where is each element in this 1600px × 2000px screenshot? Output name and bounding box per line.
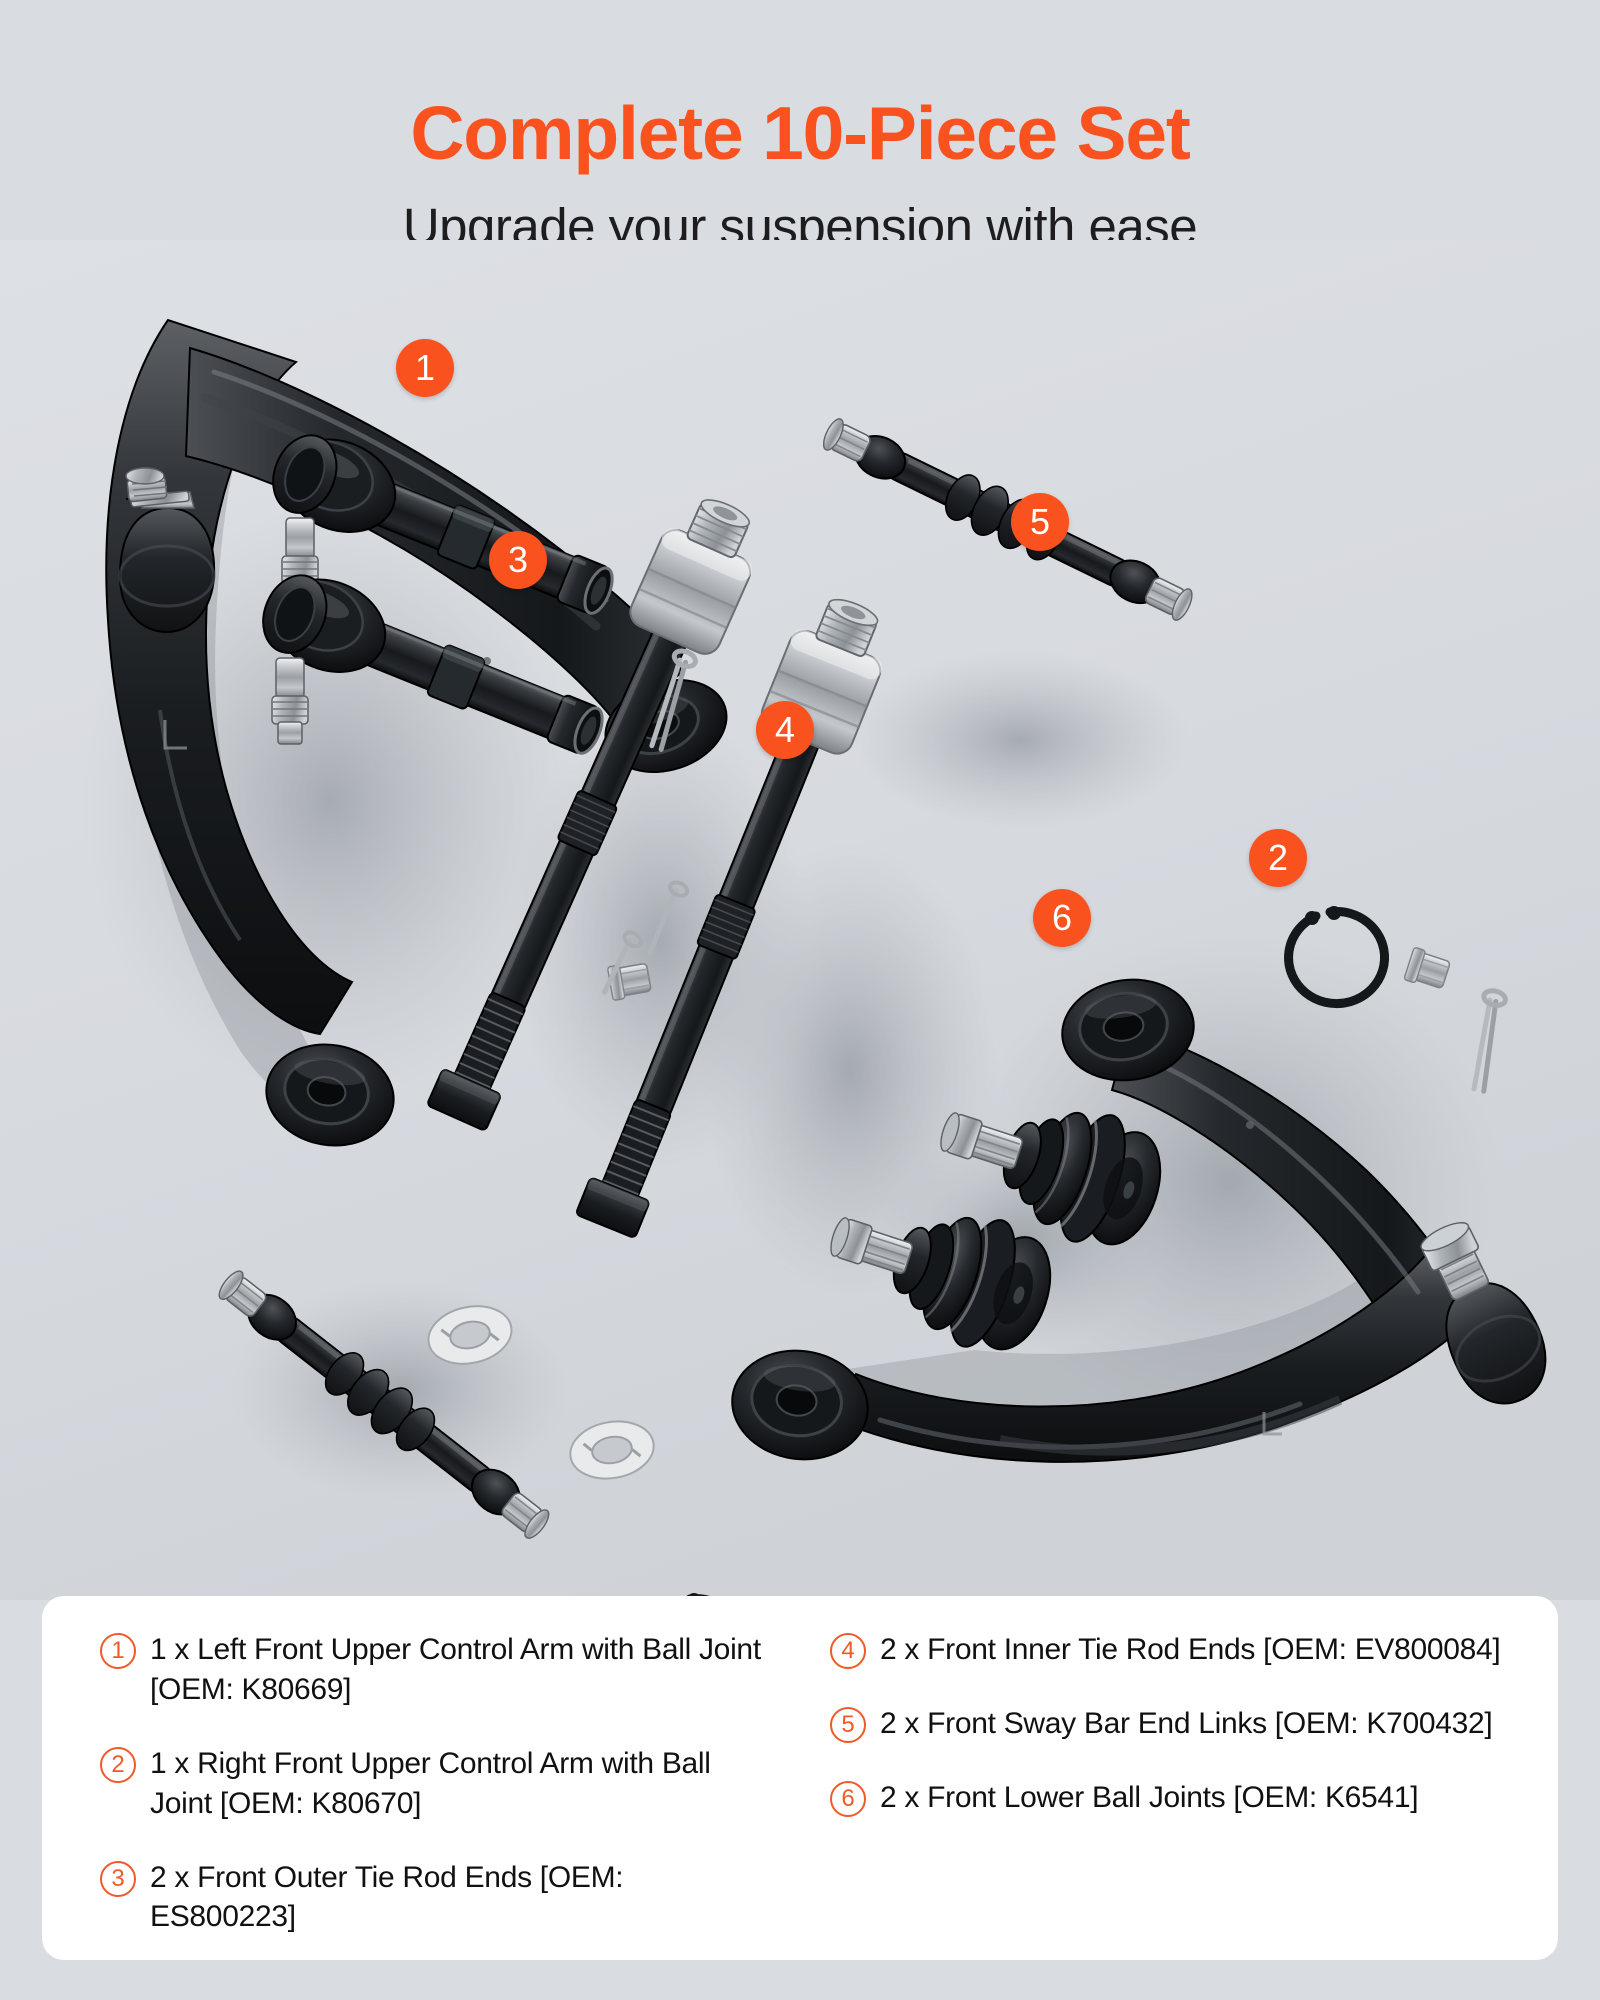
part-lower-ball-joint-a xyxy=(940,1111,1162,1246)
page-title: Complete 10-Piece Set xyxy=(410,91,1190,175)
legend-item-1: 1 1 x Left Front Upper Control Arm with … xyxy=(100,1630,782,1710)
hardware-pin-a xyxy=(647,880,690,956)
legend-number-6: 6 xyxy=(830,1780,866,1817)
hardware-cotter-pin-b xyxy=(1471,988,1508,1094)
part-right-upper-control-arm xyxy=(731,978,1547,1463)
legend-label-5: 2 x Front Sway Bar End Links [OEM: K7004… xyxy=(880,1706,1493,1740)
parts-legend-card: 1 1 x Left Front Upper Control Arm with … xyxy=(42,1596,1558,1960)
hardware-washer-a xyxy=(427,1305,513,1365)
callout-badge-6-number: 6 xyxy=(1051,897,1073,938)
callout-badge-6: 6 xyxy=(1033,889,1091,947)
legend-item-2: 2 1 x Right Front Upper Control Arm with… xyxy=(100,1744,782,1824)
hardware-cotter-pin-a xyxy=(649,648,698,752)
legend-number-3: 3 xyxy=(100,1860,136,1897)
callout-badge-1-number: 1 xyxy=(414,347,436,388)
header: Complete 10-Piece Set Upgrade your suspe… xyxy=(0,0,1600,256)
hardware-snap-ring-a xyxy=(1284,906,1390,1009)
callout-badge-1: 1 xyxy=(396,339,454,397)
legend-label-6: 2 x Front Lower Ball Joints [OEM: K6541] xyxy=(880,1780,1419,1814)
legend-item-5: 5 2 x Front Sway Bar End Links [OEM: K70… xyxy=(830,1704,1540,1744)
legend-label-4: 2 x Front Inner Tie Rod Ends [OEM: EV800… xyxy=(880,1633,1501,1666)
part-outer-tie-rod-end-b xyxy=(262,574,604,755)
callout-badge-2: 2 xyxy=(1249,829,1307,887)
hardware-washer-b xyxy=(569,1420,655,1480)
hardware-pin-b xyxy=(601,930,644,995)
legend-label-3: 2 x Front Outer Tie Rod Ends [OEM: ES800… xyxy=(150,1860,624,1934)
callout-badge-3: 3 xyxy=(489,531,547,589)
callout-badge-5: 5 xyxy=(1011,493,1069,551)
legend-number-2: 2 xyxy=(100,1746,136,1783)
callout-badge-2-number: 2 xyxy=(1267,837,1289,878)
part-lower-ball-joint-b xyxy=(830,1216,1052,1351)
legend-label-1: 1 x Left Front Upper Control Arm with Ba… xyxy=(150,1633,761,1706)
legend-label-2: 1 x Right Front Upper Control Arm with B… xyxy=(150,1746,711,1820)
callout-badge-4: 4 xyxy=(756,701,814,759)
legend-column-left: 1 1 x Left Front Upper Control Arm with … xyxy=(42,1630,800,1960)
legend-number-5: 5 xyxy=(830,1706,866,1743)
legend-number-4: 4 xyxy=(830,1633,866,1669)
callout-badge-4-number: 4 xyxy=(774,709,796,750)
product-photo xyxy=(0,240,1600,1600)
legend-column-right: 4 2 x Front Inner Tie Rod Ends [OEM: EV8… xyxy=(800,1630,1558,1960)
legend-item-6: 6 2 x Front Lower Ball Joints [OEM: K654… xyxy=(830,1778,1540,1818)
callout-badge-3-number: 3 xyxy=(507,539,529,580)
part-sway-bar-end-link-b xyxy=(218,1270,550,1539)
legend-item-4: 4 2 x Front Inner Tie Rod Ends [OEM: EV8… xyxy=(830,1630,1540,1670)
callout-badge-5-number: 5 xyxy=(1029,501,1051,542)
hardware-castle-nut-b xyxy=(1403,947,1451,989)
part-inner-tie-rod-a xyxy=(427,499,753,1131)
legend-number-1: 1 xyxy=(100,1633,136,1669)
legend-item-3: 3 2 x Front Outer Tie Rod Ends [OEM: ES8… xyxy=(100,1858,782,1938)
